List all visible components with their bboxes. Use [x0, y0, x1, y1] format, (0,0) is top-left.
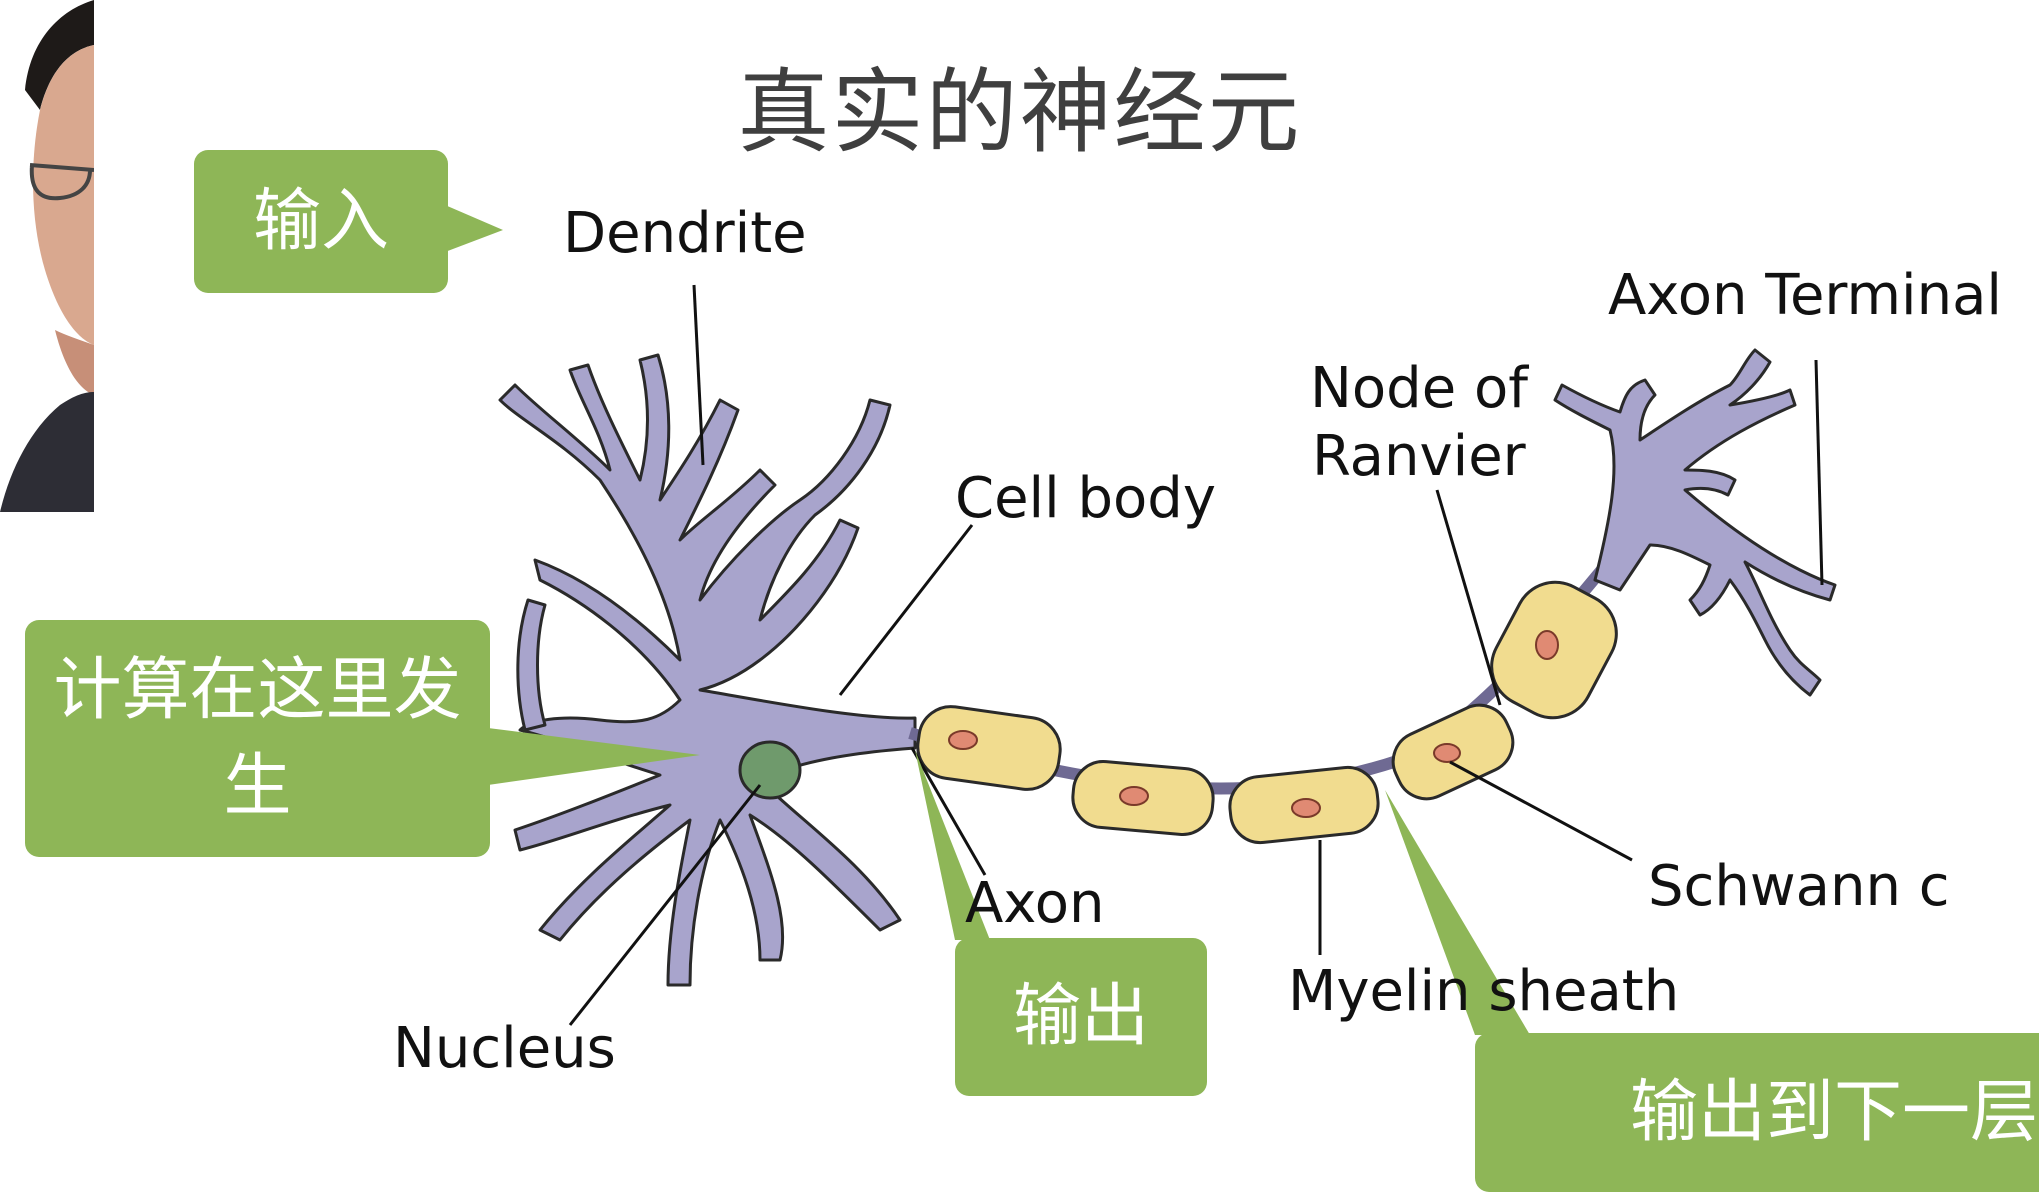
axon-label: Axon — [965, 871, 1105, 936]
compute-callout-tail — [488, 728, 700, 785]
soma-shape — [498, 353, 917, 987]
axon-terminal-shape — [1553, 348, 1837, 697]
schwann-nucleus — [1433, 743, 1461, 763]
presenter-neck — [55, 330, 94, 395]
node-of-ranvier-label-line2: Ranvier — [1312, 424, 1526, 489]
label-pointer-lines — [568, 284, 1824, 1026]
axon-terminal-pointer — [1814, 359, 1824, 586]
nucleus-shape — [738, 740, 802, 800]
input-callout-tail — [445, 205, 503, 252]
presenter-shirt — [0, 392, 94, 512]
nucleus-pointer — [568, 784, 762, 1026]
input-callout: 输入 — [194, 150, 448, 293]
presenter-glasses — [29, 163, 94, 201]
neuron-cell-body — [498, 353, 917, 987]
left-dendrite — [516, 598, 547, 732]
axon-pointer — [910, 747, 987, 876]
cell-body-label: Cell body — [955, 466, 1216, 531]
schwann-nuclei — [948, 630, 1559, 818]
schwann-pointer — [1449, 760, 1633, 862]
myelin-sheath-label: Myelin sheath — [1288, 959, 1680, 1024]
presenter-face — [33, 45, 94, 345]
output-callout-tail — [915, 750, 990, 940]
presenter-video-overlay — [0, 0, 94, 512]
schwann-nucleus — [1291, 798, 1321, 818]
callout-tails — [445, 205, 1530, 1035]
compute-callout: 计算在这里发生 — [25, 620, 490, 857]
schwann-cell-label: Schwann c — [1648, 854, 1950, 919]
axon-terminal-label: Axon Terminal — [1608, 263, 2002, 328]
output-callout: 输出 — [955, 938, 1207, 1096]
node-of-ranvier-label-line1: Node of — [1310, 356, 1528, 421]
nucleus-label: Nucleus — [393, 1016, 616, 1081]
presenter-hair — [25, 0, 94, 110]
output-next-callout: 输出到下一层 — [1475, 1033, 2039, 1192]
cell-body-pointer — [838, 524, 974, 696]
schwann-nucleus — [1535, 630, 1559, 660]
page-title: 真实的神经元 — [737, 59, 1302, 166]
myelin-sheath-segments — [916, 580, 1618, 845]
node-pointer — [1435, 489, 1502, 706]
schwann-nucleus — [1119, 786, 1149, 806]
schwann-nucleus — [948, 730, 978, 750]
dendrite-label: Dendrite — [563, 201, 807, 266]
output-next-callout-tail — [1385, 790, 1530, 1035]
dendrite-pointer — [692, 284, 705, 466]
myelin-segment — [916, 705, 1062, 791]
